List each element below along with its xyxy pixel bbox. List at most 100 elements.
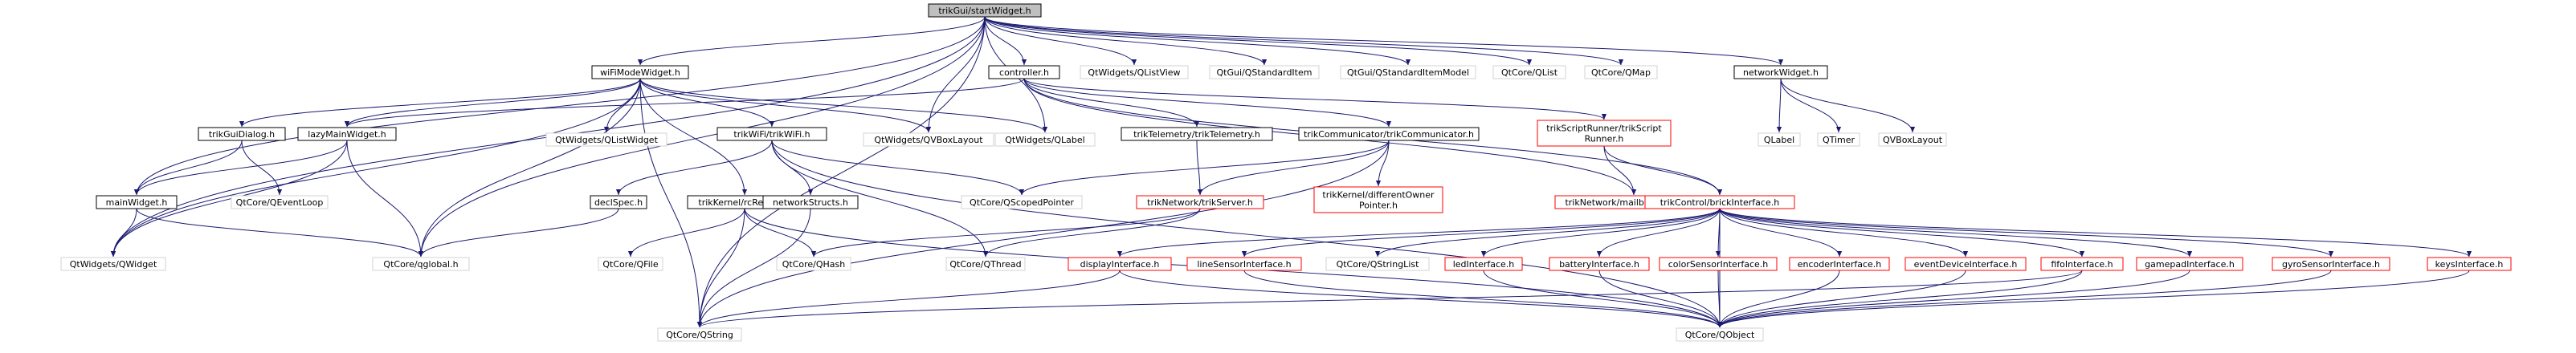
node-fifointerface[interactable]: fifoInterface.h — [2040, 257, 2124, 271]
edge-root-to-qtcore-qstring — [696, 16, 986, 328]
node-trikwifi[interactable]: trikWiFi/trikWiFi.h — [716, 127, 827, 141]
node-label: QtWidgets/QWidget — [70, 259, 157, 270]
node-displayinterface[interactable]: displayInterface.h — [1068, 257, 1172, 271]
edge-root-to-networkwidget — [984, 16, 1783, 66]
node-label: QtCore/QStringList — [1337, 259, 1420, 270]
node-label: QtGui/QStandardItem — [1217, 67, 1312, 78]
node-label: networkWidget.h — [1743, 67, 1819, 78]
node-box — [60, 257, 166, 271]
node-brickinterface[interactable]: trikControl/brickInterface.h — [1644, 195, 1795, 209]
edge-brickinterface-to-gamepadinterface — [1719, 208, 2193, 258]
edge-fifointerface-to-qtcore-qobject — [1717, 270, 2083, 328]
edge-trikcommunicator-to-triknetwork-trikserver — [1197, 140, 1390, 196]
node-networkstructs[interactable]: networkStructs.h — [762, 195, 859, 209]
edge-networkwidget-to-qlabel — [1776, 78, 1782, 133]
node-linesensorinterface[interactable]: lineSensorInterface.h — [1186, 257, 1302, 271]
node-qtcore-qlist: QtCore/QList — [1492, 65, 1566, 79]
edge-displayinterface-to-qtcore-qstring — [696, 270, 1121, 328]
edge-trikkernel-rcreader-to-qtcore-qstring — [696, 208, 745, 328]
node-label: trikKernel/differentOwner — [1322, 190, 1435, 201]
node-gyrosensorinterface[interactable]: gyroSensorInterface.h — [2272, 257, 2390, 271]
node-mainwidget[interactable]: mainWidget.h — [96, 195, 178, 209]
node-label: mainWidget.h — [106, 197, 168, 208]
node-lazymainwidget[interactable]: lazyMainWidget.h — [297, 127, 397, 141]
node-qwidgets-qvboxlayout: QtWidgets/QVBoxLayout — [863, 132, 994, 147]
node-label: ledInterface.h — [1453, 259, 1515, 270]
node-box — [776, 257, 851, 271]
node-colorsensorinterface[interactable]: colorSensorInterface.h — [1659, 257, 1778, 271]
edge-networkwidget-to-qtimer — [1780, 78, 1842, 133]
node-ledinterface[interactable]: ledInterface.h — [1444, 257, 1523, 271]
node-box — [1444, 257, 1523, 271]
node-layer: trikGui/startWidget.h wiFiModeWidget.h con… — [60, 3, 2512, 342]
node-label: trikTelemetry/trikTelemetry.h — [1133, 129, 1260, 140]
edge-brickinterface-to-keysinterface — [1719, 208, 2472, 258]
node-label: QTimer — [1823, 135, 1855, 145]
edge-brickinterface-to-displayinterface — [1117, 208, 1721, 258]
node-controller[interactable]: controller.h — [988, 65, 1060, 79]
node-box — [1789, 257, 1890, 271]
node-box — [1733, 65, 1828, 79]
node-qtcore-qglobal: QtCore/qglobal.h — [372, 257, 470, 271]
edge-root-to-qwidgets-qvboxlayout — [925, 16, 986, 133]
node-box — [1068, 257, 1172, 271]
node-label: controller.h — [999, 67, 1049, 78]
node-triktelemetry[interactable]: trikTelemetry/trikTelemetry.h — [1121, 127, 1273, 141]
edge-root-to-qtcore-qglobal — [418, 16, 986, 258]
node-trikscriptrunner[interactable]: trikScriptRunner/trikScriptRunner.h — [1537, 120, 1672, 147]
node-trikcommunicator[interactable]: trikCommunicator/trikCommunicator.h — [1298, 127, 1480, 141]
node-wifi[interactable]: wiFiModeWidget.h — [591, 65, 689, 79]
node-box — [1136, 195, 1264, 209]
node-box — [657, 327, 742, 342]
edge-root-to-qtcore-qmap — [984, 16, 1624, 66]
node-label: lazyMainWidget.h — [308, 129, 386, 140]
node-declspec[interactable]: declSpec.h — [590, 195, 647, 209]
node-box — [945, 257, 1026, 271]
node-label: fifoInterface.h — [2051, 259, 2113, 270]
node-box — [1817, 132, 1860, 147]
node-label: keysInterface.h — [2435, 259, 2504, 270]
node-box — [545, 132, 667, 147]
node-batteryinterface[interactable]: batteryInterface.h — [1549, 257, 1650, 271]
node-label: trikCommunicator/trikCommunicator.h — [1304, 129, 1474, 140]
node-box — [1186, 257, 1302, 271]
edge-trikcommunicator-to-qtcore-qscopedpointer — [1019, 140, 1390, 196]
node-root: trikGui/startWidget.h — [928, 3, 1042, 18]
node-label: QtCore/QObject — [1685, 330, 1755, 340]
node-box — [591, 65, 689, 79]
edge-wifi-to-qtcore-qstring — [639, 78, 703, 328]
edge-brickinterface-to-ledinterface — [1480, 208, 1721, 258]
node-box — [994, 132, 1096, 147]
edge-lazymainwidget-to-qtcore-qglobal — [346, 140, 424, 258]
node-encoderinterface[interactable]: encoderInterface.h — [1789, 257, 1890, 271]
node-qtcore-qstringlist: QtCore/QStringList — [1325, 257, 1430, 271]
edge-lazymainwidget-to-mainwidget — [133, 140, 348, 196]
node-label: QtWidgets/QLabel — [1005, 135, 1084, 145]
edge-root-to-qtcore-qlist — [984, 16, 1533, 66]
edge-trikwifi-to-qtcore-qscopedpointer — [771, 140, 1025, 196]
node-qwidgets-qwidget: QtWidgets/QWidget — [60, 257, 166, 271]
node-box — [1584, 65, 1658, 79]
node-box — [198, 127, 286, 141]
node-networkwidget[interactable]: networkWidget.h — [1733, 65, 1828, 79]
node-qtgui-qstandarditemmodel: QtGui/QStandardItemModel — [1340, 65, 1476, 79]
node-eventdeviceinterface[interactable]: eventDeviceInterface.h — [1904, 257, 2027, 271]
edge-root-to-qtgui-qstandarditem — [984, 16, 1268, 66]
edge-root-to-qwidgets-qlistview — [984, 16, 1137, 66]
node-trikguidialog[interactable]: trikGuiDialog.h — [198, 127, 286, 141]
node-label: colorSensorInterface.h — [1668, 259, 1769, 270]
node-box — [1537, 120, 1672, 147]
node-triknetwork-trikserver[interactable]: trikNetwork/trikServer.h — [1136, 195, 1264, 209]
node-box — [762, 195, 859, 209]
node-label: Runner.h — [1585, 134, 1624, 144]
node-label: trikWiFi/trikWiFi.h — [733, 129, 810, 140]
node-box — [1549, 257, 1650, 271]
node-qtcore-qscopedpointer: QtCore/QScopedPointer — [961, 195, 1083, 209]
node-gamepadinterface[interactable]: gamepadInterface.h — [2136, 257, 2243, 271]
edge-displayinterface-to-qtcore-qobject — [1119, 270, 1723, 328]
node-keysinterface[interactable]: keysInterface.h — [2427, 257, 2512, 271]
node-qwidgets-qlabel: QtWidgets/QLabel — [994, 132, 1096, 147]
node-label: batteryInterface.h — [1559, 259, 1639, 270]
